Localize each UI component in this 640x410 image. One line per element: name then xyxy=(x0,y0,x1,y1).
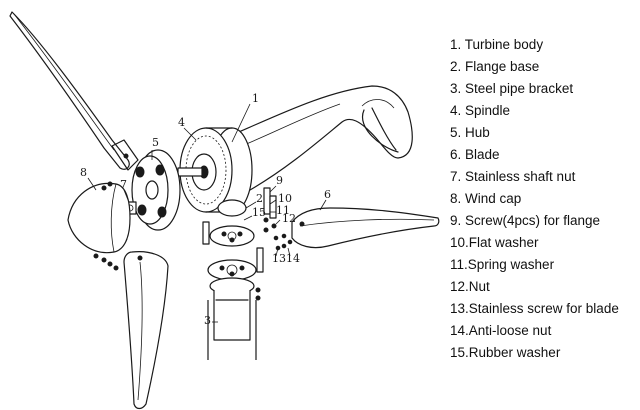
legend-item-stainless-shaft-nut: 7. Stainless shaft nut xyxy=(450,169,576,184)
callout-7: 7 xyxy=(120,178,129,201)
callout-8: 8 xyxy=(80,166,97,191)
legend-item-anti-loose-nut: 14.Anti-loose nut xyxy=(450,323,552,338)
callout-number: 15 xyxy=(252,206,266,219)
exploded-view-svg: 1 4 5 8 7 9 2 10 11 15 12 13 xyxy=(9,11,440,410)
callout-number: 2 xyxy=(256,192,263,205)
legend-item-spindle: 4. Spindle xyxy=(450,103,511,118)
callout-10: 10 xyxy=(269,192,292,205)
legend-item-steel-pipe-bracket: 3. Steel pipe bracket xyxy=(450,81,574,96)
callout-9: 9 xyxy=(269,174,283,193)
callout-number: 7 xyxy=(120,178,127,191)
callout-6: 6 xyxy=(319,188,331,211)
callout-number: 3 xyxy=(204,314,211,327)
callout-13: 13 xyxy=(272,247,286,265)
callout-number: 9 xyxy=(276,174,283,187)
callout-number: 10 xyxy=(278,192,292,205)
flange-screws xyxy=(202,187,277,301)
callout-15: 15 xyxy=(243,206,266,221)
legend-item-flat-washer: 10.Flat washer xyxy=(450,235,539,250)
legend-item-spring-washer: 11.Spring washer xyxy=(450,257,555,272)
spindle-generator xyxy=(177,127,253,213)
parts-legend: 1. Turbine body 2. Flange base 3. Steel … xyxy=(450,34,638,364)
legend-item-blade: 6. Blade xyxy=(450,147,500,162)
legend-item-blade-screw: 13.Stainless screw for blade xyxy=(450,301,619,316)
legend-item-nut: 12.Nut xyxy=(450,279,490,294)
callout-12: 12 xyxy=(275,212,296,225)
legend-item-flange-screw: 9. Screw(4pcs) for flange xyxy=(450,213,601,228)
legend-item-rubber-washer: 15.Rubber washer xyxy=(450,345,561,360)
callout-2: 2 xyxy=(245,192,263,209)
callout-number: 13 xyxy=(272,252,286,265)
hub xyxy=(131,149,181,231)
callout-number: 1 xyxy=(252,92,259,105)
callout-number: 8 xyxy=(80,166,87,179)
callout-number: 11 xyxy=(276,204,290,217)
callout-number: 14 xyxy=(286,252,300,265)
callout-number: 4 xyxy=(178,116,185,129)
legend-item-hub: 5. Hub xyxy=(450,125,490,140)
blade-right xyxy=(291,207,440,249)
callout-5: 5 xyxy=(151,136,159,160)
flange-stack xyxy=(207,199,257,281)
blade-screws xyxy=(273,233,293,251)
callout-4: 4 xyxy=(178,116,197,141)
cap-screws xyxy=(93,181,119,271)
callout-11: 11 xyxy=(270,204,290,217)
legend-item-turbine-body: 1. Turbine body xyxy=(450,37,544,52)
callout-number: 12 xyxy=(282,212,296,225)
callout-number: 6 xyxy=(324,188,331,201)
legend-item-wind-cap: 8. Wind cap xyxy=(450,191,522,206)
callout-3: 3 xyxy=(204,314,218,327)
wind-cap xyxy=(67,182,131,254)
callout-1: 1 xyxy=(231,92,259,143)
blade-upper-left xyxy=(9,11,139,171)
callout-number: 5 xyxy=(152,136,159,149)
exploded-view-drawing: 1 4 5 8 7 9 2 10 11 15 12 13 xyxy=(9,11,440,410)
callout-14: 14 xyxy=(286,247,300,265)
blade-lower-left xyxy=(123,251,169,410)
legend-item-flange-base: 2. Flange base xyxy=(450,59,540,74)
steel-pipe-bracket xyxy=(207,277,257,360)
